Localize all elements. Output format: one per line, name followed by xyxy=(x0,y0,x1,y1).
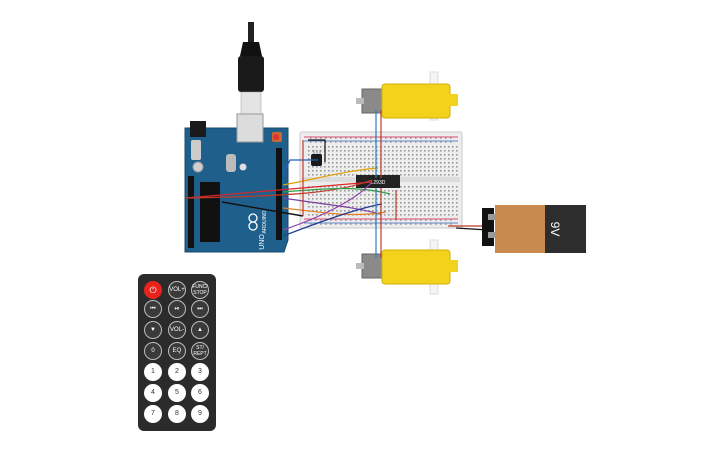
remote-five-button[interactable]: 5 xyxy=(168,384,186,402)
remote-nine-button[interactable]: 9 xyxy=(191,405,209,423)
arduino-uno[interactable]: ARDUINO UNO xyxy=(184,113,289,253)
remote-three-button[interactable]: 3 xyxy=(191,363,209,381)
remote-rewind-button[interactable]: ⏮ xyxy=(144,300,162,318)
arduino-model-label: UNO xyxy=(259,234,266,250)
remote-power-button[interactable]: ⏻ xyxy=(144,281,162,299)
remote-fast-forward-button[interactable]: ⏭ xyxy=(191,300,209,318)
remote-st-rept-button[interactable]: ST/ REPT xyxy=(191,342,209,360)
remote-six-button[interactable]: 6 xyxy=(191,384,209,402)
wires xyxy=(185,110,489,258)
dc-motor-bottom[interactable] xyxy=(356,239,458,295)
remote-play-pause-button[interactable]: ⏯ xyxy=(168,300,186,318)
remote-two-button[interactable]: 2 xyxy=(168,363,186,381)
arduino-brand-label: ARDUINO xyxy=(262,210,268,233)
arduino-logo xyxy=(248,213,258,231)
remote-vol-down-button[interactable]: VOL- xyxy=(168,321,186,339)
remote-four-button[interactable]: 4 xyxy=(144,384,162,402)
remote-one-button[interactable]: 1 xyxy=(144,363,162,381)
remote-zero-button[interactable]: 0 xyxy=(144,342,162,360)
remote-seven-button[interactable]: 7 xyxy=(144,405,162,423)
remote-vol-up-button[interactable]: VOL+ xyxy=(168,281,186,299)
remote-eq-button[interactable]: EQ xyxy=(168,342,186,360)
battery-9v[interactable]: 9V xyxy=(482,205,586,253)
remote-down-button[interactable]: ▼ xyxy=(144,321,162,339)
remote-eight-button[interactable]: 8 xyxy=(168,405,186,423)
remote-func-stop-button[interactable]: FUNC/ STOP xyxy=(191,281,209,299)
l293d-label: L293D xyxy=(371,180,386,186)
l293d-chip[interactable]: L293D xyxy=(356,175,400,188)
battery-label: 9V xyxy=(548,222,562,237)
usb-cable[interactable] xyxy=(238,22,264,115)
dc-motor-top[interactable] xyxy=(356,71,458,121)
remote-up-button[interactable]: ▲ xyxy=(191,321,209,339)
